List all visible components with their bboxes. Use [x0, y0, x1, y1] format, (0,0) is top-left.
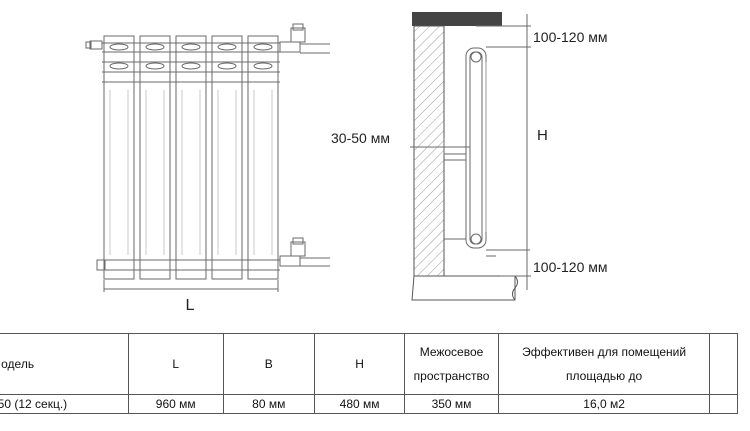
cell-extra: [709, 394, 738, 414]
side-dimensions: [410, 14, 531, 290]
wall-gap-label: 30-50 мм: [331, 130, 390, 146]
cell-b: 80 мм: [222, 394, 315, 414]
table-header-row: Модель L B H Межосевое пространство Эффе…: [0, 333, 738, 395]
header-effective-line2: площадью до: [566, 369, 643, 383]
wall-section: [411, 12, 518, 301]
header-spacing: Межосевое пространство: [404, 333, 499, 395]
radiator-drawing: L 100-120 мм: [85, 12, 608, 314]
header-effective: Эффективен для помещений площадью до: [497, 333, 711, 395]
cell-h: 480 мм: [313, 394, 406, 414]
header-h: H: [313, 333, 406, 395]
radiator-side-profile: [444, 47, 496, 257]
bottom-gap-label: 100-120 мм: [533, 259, 608, 275]
header-extra: [709, 333, 738, 395]
cell-model: 350 (12 секц.): [0, 394, 129, 414]
spec-table: Модель L B H Межосевое пространство Эффе…: [0, 333, 738, 414]
cell-spacing: 350 мм: [404, 394, 499, 414]
header-model: Модель: [0, 333, 129, 395]
radiator-front-view: [85, 23, 330, 280]
top-gap-label: 100-120 мм: [533, 29, 608, 45]
table-row: 350 (12 секц.) 960 мм 80 мм 480 мм 350 м…: [0, 394, 738, 414]
header-l: L: [127, 333, 224, 395]
header-spacing-line1: Межосевое: [419, 345, 484, 359]
width-dimension: [103, 280, 279, 292]
header-b: B: [222, 333, 315, 395]
header-effective-line1: Эффективен для помещений: [522, 345, 687, 359]
cell-area: 16,0 м2: [497, 394, 711, 414]
height-label: H: [537, 127, 548, 144]
radiator-sections: [102, 35, 280, 280]
cell-l: 960 мм: [127, 394, 224, 414]
width-label: L: [186, 297, 195, 314]
header-spacing-line2: пространство: [413, 369, 490, 383]
